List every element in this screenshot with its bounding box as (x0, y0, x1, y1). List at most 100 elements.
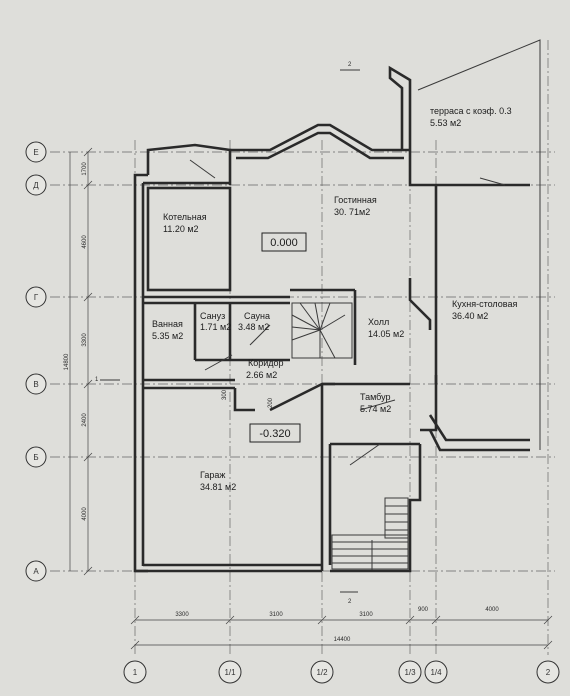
axis-label-1: 1 (133, 668, 138, 677)
stair-step (291, 326, 321, 331)
stair-box (291, 302, 353, 359)
axis-bubble-e (25, 141, 47, 163)
wall-living-bay-inner (236, 131, 404, 160)
axis-bubble-2 (536, 660, 560, 684)
dim-left-total: 14800 (64, 353, 70, 370)
room-area-sanuzel: 1.71 м2 (200, 322, 231, 332)
dim-bottom-3: 3100 (359, 612, 373, 618)
porch-side-steps (384, 497, 409, 539)
room-name-boiler: Котельная (163, 212, 207, 222)
level-markers: 0.000 -0.320 (249, 232, 307, 443)
level-box-0 (261, 232, 307, 252)
room-name-living: Гостинная (334, 195, 377, 205)
dim-tick (83, 379, 93, 389)
room-area-bath: 5.35 м2 (152, 331, 183, 341)
room-name-sanuzel: Сануз (200, 311, 225, 321)
room-name-kitchen: Кухня-столовая (452, 299, 517, 309)
dim-left-3: 3300 (82, 333, 88, 347)
wall-hall-column (408, 278, 432, 330)
terrace-outline (417, 39, 541, 450)
axis-bubble-1-2 (310, 660, 334, 684)
room-area-garage: 34.81 м2 (200, 482, 236, 492)
axis-label-v: В (33, 380, 38, 389)
room-area-terrace: 5.53 м2 (430, 118, 461, 128)
dim-bottom-4: 900 (418, 607, 429, 613)
level-0: 0.000 (270, 237, 298, 249)
axis-label-1-4: 1/4 (430, 668, 442, 677)
room-labels: терраса с коэф. 0.3 5.53 м2 Гостинная 30… (152, 106, 517, 492)
bottom-axis-markers: 1 1/1 1/2 1/3 1/4 2 (123, 660, 560, 684)
stair-step (291, 314, 321, 331)
section-mark-bottom: 2 (348, 599, 352, 605)
dim-bottom-2: 3100 (269, 612, 283, 618)
door-leaf (249, 324, 271, 346)
walls (133, 39, 541, 573)
porch-staircase (331, 497, 409, 570)
section-mark-top: 2 (348, 62, 352, 68)
level-box-neg (249, 423, 301, 443)
stair-step (291, 329, 321, 341)
dim-tick (130, 640, 140, 650)
stair-step (299, 302, 321, 331)
axis-bubble-v (25, 373, 47, 395)
axis-label-e: Е (33, 148, 38, 157)
dim-bottom-total: 14400 (334, 637, 351, 643)
dim-tick (83, 180, 93, 190)
dim-left-1: 1700 (82, 162, 88, 176)
small-dim-200: 200 (268, 397, 274, 408)
level-neg: -0.320 (259, 428, 290, 440)
wall-porch (330, 444, 422, 573)
room-area-boiler: 11.20 м2 (163, 224, 199, 234)
axis-bubble-g (25, 286, 47, 308)
dim-left-4: 2400 (82, 413, 88, 427)
room-area-kitchen: 36.40 м2 (452, 311, 488, 321)
axis-bubble-d (25, 174, 47, 196)
chimney (388, 65, 412, 150)
dim-left-5: 4000 (82, 507, 88, 521)
boiler-room-walls (146, 186, 232, 292)
dim-left-2: 4600 (82, 235, 88, 249)
wall-living-right (408, 150, 436, 187)
door-leaf (359, 399, 396, 411)
axis-label-2: 2 (546, 668, 551, 677)
small-dim-300: 300 (222, 389, 228, 400)
axis-label-d: Д (33, 181, 39, 190)
wall-tambur-right (420, 375, 438, 432)
axis-label-1-1: 1/1 (224, 668, 236, 677)
door-leaf (189, 159, 216, 179)
dim-bottom-5: 4000 (485, 607, 499, 613)
axis-label-1-3: 1/3 (404, 668, 416, 677)
room-name-bath: Ванная (152, 319, 183, 329)
door-leaf (479, 177, 506, 186)
axis-bubble-b (25, 446, 47, 468)
porch-stair-box (331, 534, 409, 570)
dim-tick (83, 452, 93, 462)
room-name-hall: Холл (368, 317, 389, 327)
stair-step (319, 314, 346, 331)
door-swings (189, 159, 506, 466)
stair-step (319, 329, 336, 359)
axis-bubble-a (25, 560, 47, 582)
axis-label-b: Б (33, 453, 38, 462)
room-area-sauna: 3.48 м2 (238, 322, 269, 332)
section-mark-left: 1 (95, 377, 99, 383)
dim-tick (543, 640, 553, 650)
axis-bubble-1-4 (424, 660, 448, 684)
dim-bottom-1: 3300 (175, 612, 189, 618)
dim-tick (83, 147, 93, 157)
room-area-hall: 14.05 м2 (368, 329, 404, 339)
door-leaf (204, 354, 233, 371)
dim-tick (130, 615, 140, 625)
room-name-garage: Гараж (200, 470, 225, 480)
room-name-sauna: Сауна (244, 311, 270, 321)
wall-living-bay (230, 123, 410, 152)
left-dimensions: 1700 4600 3300 2400 4000 14800 (64, 147, 93, 576)
axis-bubble-1 (123, 660, 147, 684)
dim-tick (431, 615, 441, 625)
room-area-tambur: 5.74 м2 (360, 404, 391, 414)
left-axis-markers: Е Д Г В Б А (25, 141, 47, 582)
room-area-living: 30. 71м2 (334, 207, 370, 217)
dim-tick (225, 615, 235, 625)
dim-tick (83, 292, 93, 302)
